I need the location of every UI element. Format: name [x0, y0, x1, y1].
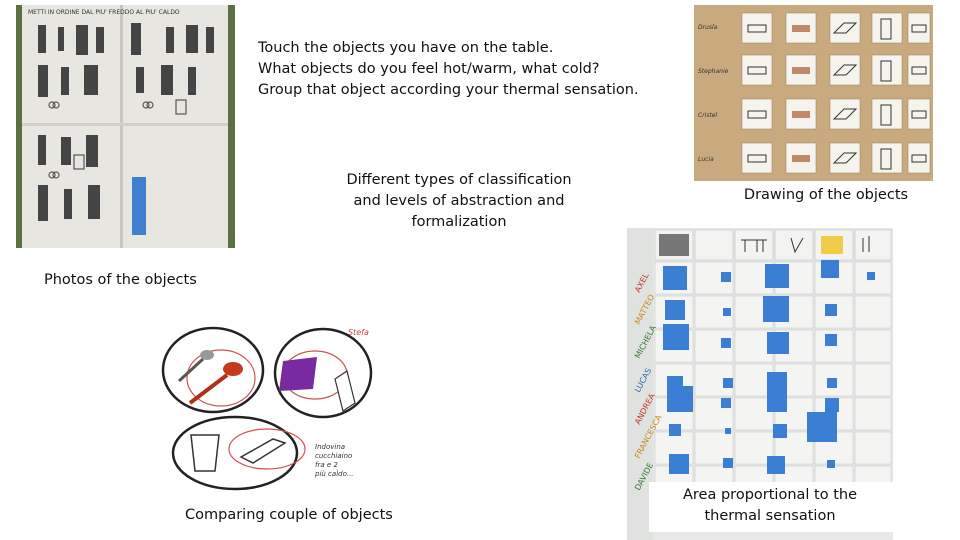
- photos-caption: Photos of the objects: [44, 272, 197, 288]
- instruction-line-3: Group that object according your thermal…: [258, 82, 639, 98]
- comparing-note-line-3: fra e 2: [315, 461, 338, 469]
- drawing-of-objects-image: Drusla Stephanie Cristel Lucia: [694, 5, 933, 181]
- drawing-caption: Drawing of the objects: [743, 187, 909, 203]
- drawing-row-label-2: Stephanie: [698, 68, 729, 75]
- comparing-note-line-1: Indovina: [315, 443, 345, 451]
- drawing-row-label-1: Drusla: [698, 24, 718, 31]
- instruction-line-1: Touch the objects you have on the table.: [258, 40, 554, 56]
- photos-of-objects-image: METTI IN ORDINE DAL PIU' FREDDO AL PIU' …: [16, 5, 235, 248]
- area-caption-box: [649, 482, 893, 532]
- photo-sheet-header: METTI IN ORDINE DAL PIU' FREDDO AL PIU' …: [28, 9, 180, 16]
- classification-line-1: Different types of classification: [346, 172, 572, 188]
- comparing-note-line-4: più caldo...: [314, 470, 354, 478]
- instructions-text: Touch the objects you have on the table.…: [258, 38, 639, 101]
- blue-strip: [132, 177, 146, 235]
- drawing-row-label-4: Lucia: [698, 156, 714, 163]
- area-caption: Area proportional to the thermal sensati…: [655, 485, 885, 527]
- classification-text: Different types of classification and le…: [325, 170, 593, 233]
- area-caption-line-1: Area proportional to the: [683, 487, 857, 503]
- comparing-caption: Comparing couple of objects: [185, 507, 393, 523]
- instruction-line-2: What objects do you feel hot/warm, what …: [258, 61, 600, 77]
- comparing-objects-image: Stefa Indovina cucchiaino fra e 2 più ca…: [155, 323, 385, 493]
- classification-line-2: and levels of abstraction and: [353, 193, 565, 209]
- drawing-row-label-3: Cristel: [698, 112, 717, 119]
- area-caption-line-2: thermal sensation: [704, 508, 836, 524]
- classification-line-3: formalization: [411, 214, 507, 230]
- student-name: Stefa: [348, 328, 369, 337]
- comparing-note-line-2: cucchiaino: [315, 452, 352, 460]
